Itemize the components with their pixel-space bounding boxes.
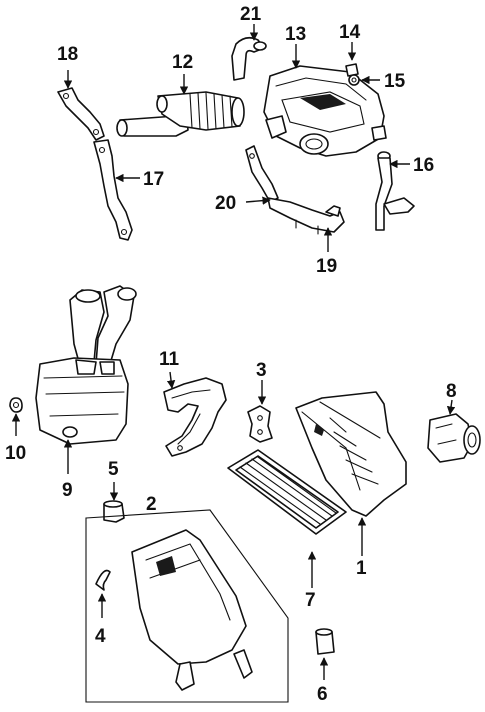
part-21-hose <box>231 36 267 81</box>
part-18-bracket <box>57 87 105 141</box>
callout-13: 13 <box>285 24 306 45</box>
part-17-bracket <box>93 139 133 241</box>
callout-21: 21 <box>240 4 262 25</box>
part-15-nut <box>348 74 360 86</box>
part-11-duct <box>163 377 227 457</box>
callout-7: 7 <box>305 590 316 611</box>
part-3-bracket <box>247 405 273 443</box>
callout-19: 19 <box>316 256 337 277</box>
callout-labels: 18 12 21 13 14 15 16 17 20 19 11 3 8 10 … <box>5 4 457 705</box>
callout-4: 4 <box>95 626 106 647</box>
callout-6: 6 <box>317 684 328 705</box>
callout-8: 8 <box>446 381 457 402</box>
part-14-grommet <box>345 63 359 77</box>
callout-3: 3 <box>256 360 267 381</box>
part-10-clip <box>9 397 23 413</box>
part-4-clip <box>95 569 111 591</box>
callout-9: 9 <box>62 480 73 501</box>
callout-10: 10 <box>5 443 26 464</box>
part-12-intake-duct <box>116 91 245 137</box>
part-6-cap <box>315 628 335 655</box>
part-9-air-cleaner-assembly <box>35 285 137 445</box>
part-20-bracket <box>245 145 279 203</box>
part-5-grommet <box>103 500 125 523</box>
callout-20: 20 <box>215 193 236 214</box>
callout-1: 1 <box>356 558 367 579</box>
part-1-air-cleaner-cover <box>295 391 407 517</box>
callout-11: 11 <box>159 349 180 370</box>
callout-17: 17 <box>143 169 164 190</box>
part-13-resonator <box>263 65 387 157</box>
callout-5: 5 <box>108 459 119 480</box>
callout-14: 14 <box>339 22 361 43</box>
callout-18: 18 <box>57 44 78 65</box>
callout-15: 15 <box>384 71 406 92</box>
part-19-bracket <box>267 197 345 235</box>
callout-16: 16 <box>413 155 434 176</box>
part-2-lower-housing-box <box>85 509 289 703</box>
part-7-filter-element <box>227 449 347 535</box>
part-8-sensor <box>427 413 481 463</box>
callout-2: 2 <box>146 494 157 515</box>
callout-12: 12 <box>172 52 193 73</box>
leader-lines <box>11 24 456 680</box>
